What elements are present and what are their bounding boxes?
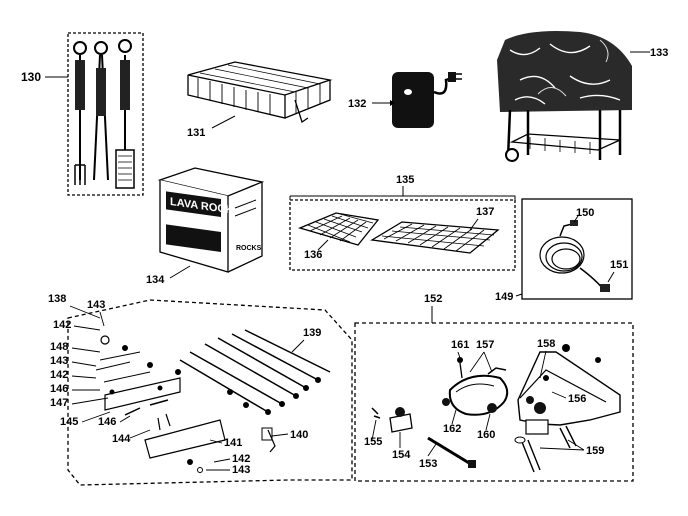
lava-rocks-box-illustration: LAVA ROCKS ROCKS bbox=[157, 167, 265, 273]
hose-kit-box bbox=[521, 198, 633, 300]
rotisserie-kit-outline bbox=[67, 299, 353, 486]
label-134: 134 bbox=[146, 274, 165, 286]
label-155: 155 bbox=[364, 436, 382, 448]
label-160: 160 bbox=[477, 429, 495, 441]
label-147: 147 bbox=[50, 397, 68, 409]
label-140: 140 bbox=[290, 429, 308, 441]
label-148: 148 bbox=[50, 341, 68, 353]
basket-illustration bbox=[187, 61, 333, 124]
label-131: 131 bbox=[187, 127, 205, 139]
box-rocks-text: ROCKS bbox=[236, 245, 262, 252]
label-142-mid: 142 bbox=[50, 369, 68, 381]
label-136: 136 bbox=[304, 249, 322, 261]
grid-set-box bbox=[289, 199, 516, 271]
burner-kit-box bbox=[354, 322, 634, 482]
rotisserie-illustration bbox=[95, 329, 331, 473]
label-135: 135 bbox=[396, 174, 414, 186]
grill-cover-illustration bbox=[497, 31, 650, 162]
cooking-grid-right bbox=[370, 221, 500, 254]
label-152: 152 bbox=[424, 293, 442, 305]
label-158: 158 bbox=[537, 338, 555, 350]
label-144: 144 bbox=[112, 433, 131, 445]
hose-illustration bbox=[539, 220, 610, 292]
tool-set-illustration bbox=[45, 32, 144, 196]
label-146-low: 146 bbox=[98, 416, 116, 428]
label-143-top: 143 bbox=[87, 299, 105, 311]
label-149: 149 bbox=[495, 291, 513, 303]
label-145: 145 bbox=[60, 416, 78, 428]
label-139: 139 bbox=[303, 327, 321, 339]
label-132: 132 bbox=[348, 98, 366, 110]
label-146-left: 146 bbox=[50, 383, 68, 395]
label-142-bottom: 142 bbox=[232, 453, 250, 465]
label-138: 138 bbox=[48, 293, 66, 305]
label-143-mid: 143 bbox=[50, 355, 68, 367]
label-133: 133 bbox=[650, 47, 668, 59]
label-137: 137 bbox=[476, 206, 494, 218]
label-151: 151 bbox=[610, 259, 628, 271]
label-161: 161 bbox=[451, 339, 469, 351]
label-157: 157 bbox=[476, 339, 494, 351]
ignitor-illustration bbox=[372, 72, 462, 128]
label-143-bottom: 143 bbox=[232, 464, 250, 476]
label-130: 130 bbox=[21, 70, 41, 84]
label-154: 154 bbox=[392, 449, 411, 461]
cooking-grid-left bbox=[298, 212, 380, 246]
label-150: 150 bbox=[576, 207, 594, 219]
burner-illustration bbox=[371, 344, 621, 473]
label-142-top: 142 bbox=[53, 319, 71, 331]
label-159: 159 bbox=[586, 445, 604, 457]
label-156: 156 bbox=[568, 393, 586, 405]
label-141: 141 bbox=[224, 437, 242, 449]
label-153: 153 bbox=[419, 458, 437, 470]
label-162: 162 bbox=[443, 423, 461, 435]
